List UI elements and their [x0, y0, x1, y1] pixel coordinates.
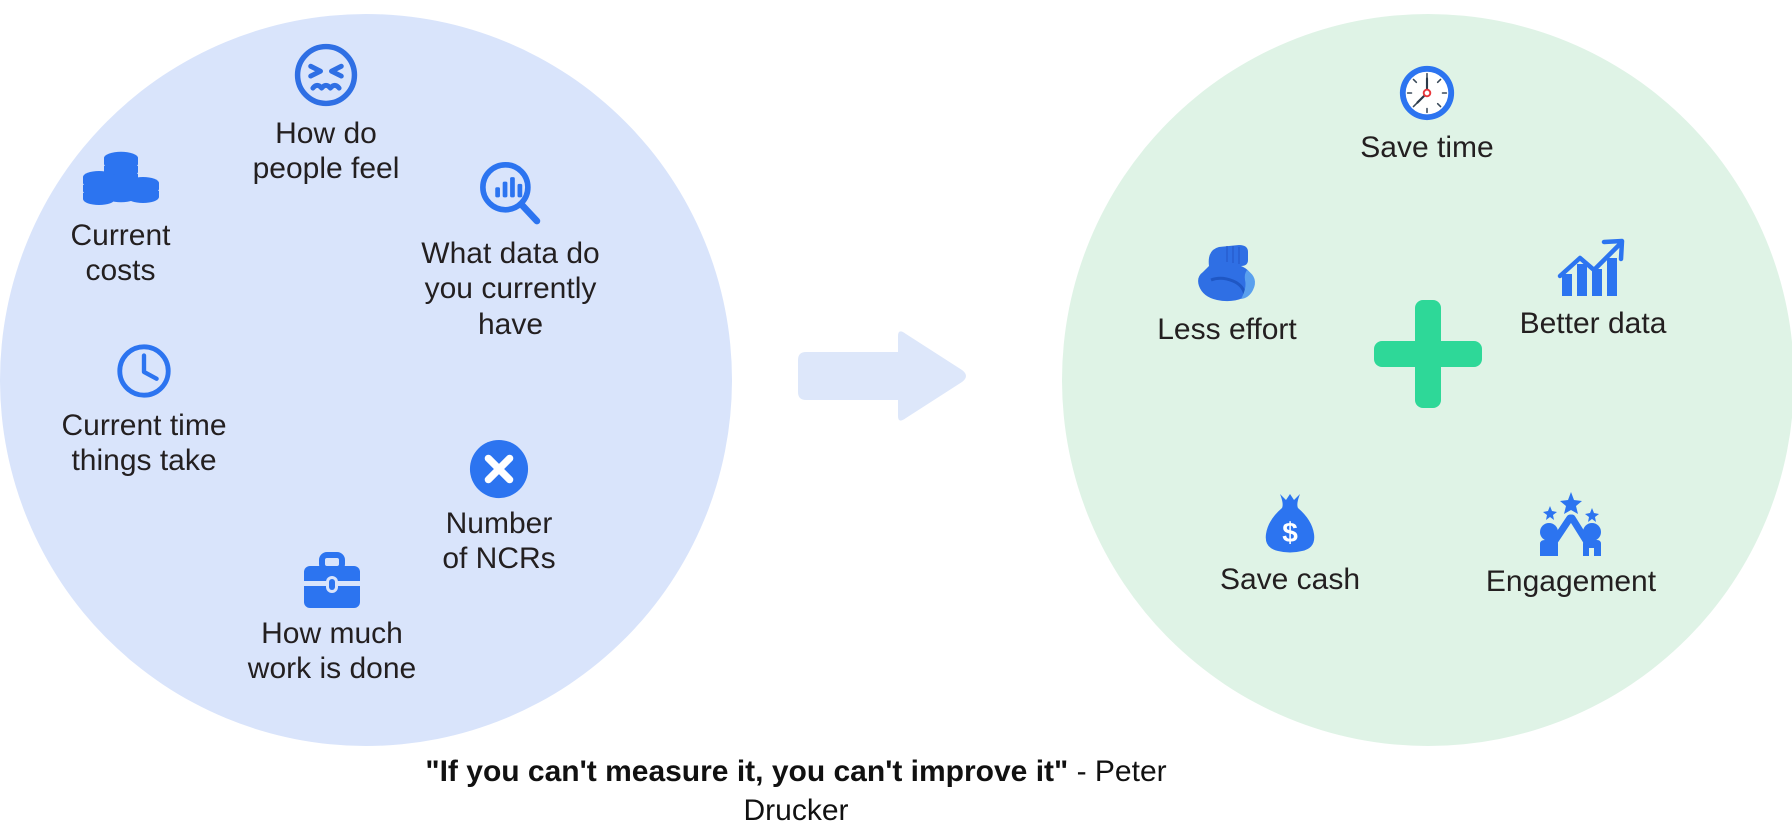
item-label: Current time things take [61, 409, 227, 478]
item-label: What data do you currently have [421, 237, 600, 341]
high-five-stars-icon [1462, 488, 1680, 558]
item-better-data: Better data [1490, 236, 1696, 341]
item-label: Save cash [1219, 563, 1361, 596]
item-label: Save time [1360, 131, 1494, 164]
alarm-clock-icon [1324, 62, 1530, 124]
flexed-bicep-icon [1122, 240, 1332, 306]
plus-icon [1368, 294, 1488, 414]
item-label: How much work is done [247, 617, 417, 686]
item-label: Less effort [1157, 313, 1297, 346]
quote-text: "If you can't measure it, you can't impr… [425, 755, 1069, 788]
item-label: Current costs [70, 219, 171, 288]
coin-stacks-icon [38, 148, 203, 212]
item-save-cash: $ Save cash [1190, 490, 1390, 597]
bar-chart-up-icon [1490, 236, 1696, 300]
item-save-time: Save time [1324, 62, 1530, 165]
right-arrow-icon [790, 330, 970, 422]
item-what-data-do-you-have: What data do you currently have [408, 158, 613, 342]
quote-block: "If you can't measure it, you can't impr… [396, 752, 1196, 830]
briefcase-icon [232, 552, 432, 610]
item-label: How do people feel [252, 117, 400, 186]
magnifier-chart-icon [408, 158, 613, 230]
x-circle-icon [414, 438, 584, 500]
item-how-much-work-is-done: How much work is done [232, 552, 432, 687]
item-how-do-people-feel: How do people feel [226, 40, 426, 187]
confused-face-icon [226, 40, 426, 110]
item-label: Engagement [1485, 565, 1657, 598]
svg-text:$: $ [1282, 517, 1298, 548]
item-less-effort: Less effort [1122, 240, 1332, 347]
item-label: Better data [1519, 307, 1667, 340]
item-label: Number of NCRs [442, 507, 556, 576]
item-number-of-ncrs: Number of NCRs [414, 438, 584, 577]
quote-attribution: - Peter Drucker [743, 755, 1167, 827]
item-current-costs: Current costs [38, 148, 203, 289]
clock-outline-icon [48, 340, 240, 402]
item-engagement: Engagement [1462, 488, 1680, 599]
money-bag-icon: $ [1190, 490, 1390, 556]
item-current-time-things-take: Current time things take [48, 340, 240, 479]
